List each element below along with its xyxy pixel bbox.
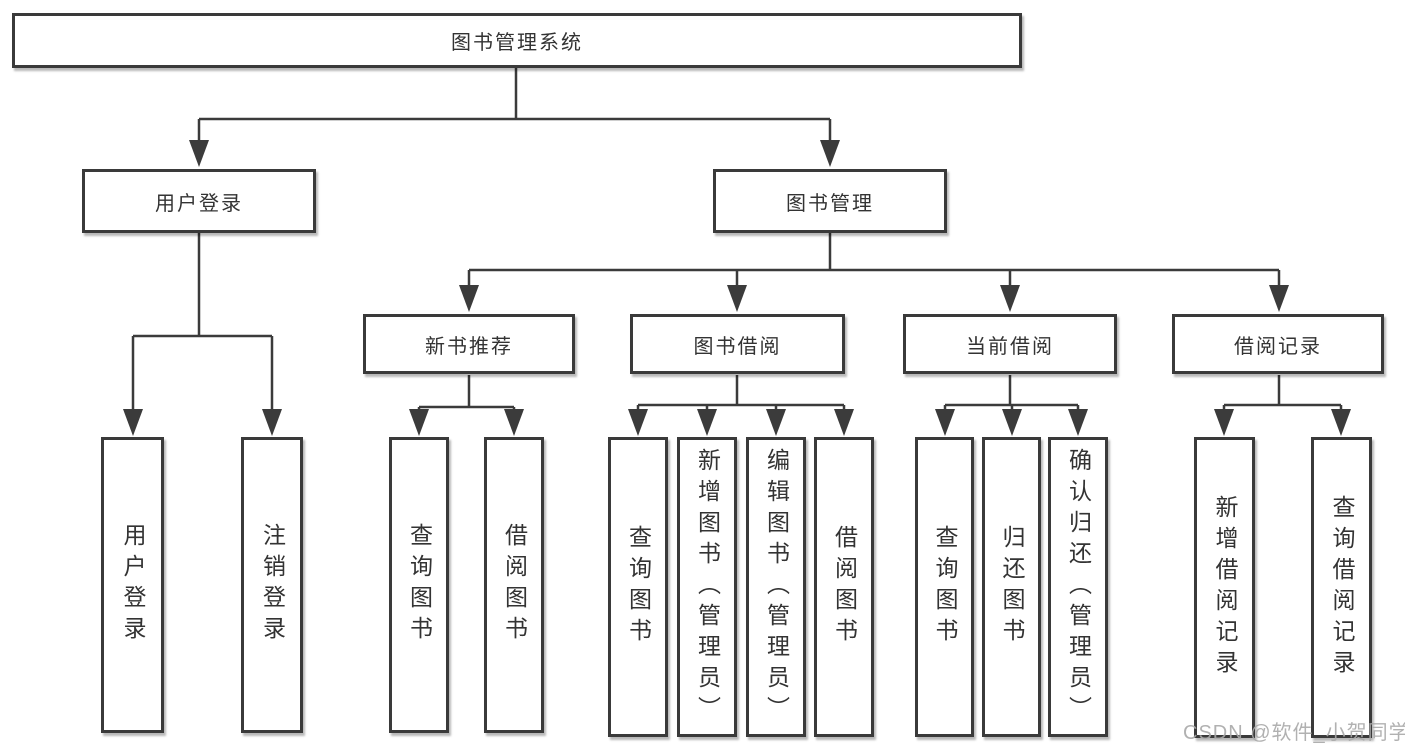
leaf-borrow-borrow: 借阅图书: [814, 437, 874, 737]
watermark: CSDN @软件_小贺同学: [1183, 722, 1405, 744]
node-user-login: 用户登录: [82, 169, 316, 233]
leaf-records-query-label: 查询借阅记录: [1329, 494, 1355, 681]
leaf-borrow-edit: 编辑图书（管理员）: [746, 437, 806, 737]
leaf-current-return-label: 归还图书: [999, 525, 1025, 649]
leaf-borrow-edit-label: 编辑图书（管理员）: [763, 447, 790, 727]
leaf-newbooks-query-label: 查询图书: [406, 523, 433, 647]
leaf-current-query: 查询图书: [915, 437, 974, 737]
leaf-current-confirm: 确认归还（管理员）: [1048, 437, 1108, 737]
connector-newbooks-leaves: [417, 375, 516, 413]
leaf-borrow-borrow-label: 借阅图书: [831, 525, 858, 649]
node-user-login-label: 用户登录: [155, 192, 243, 215]
leaf-current-query-label: 查询图书: [932, 525, 958, 649]
leaf-borrow-query: 查询图书: [608, 437, 668, 737]
leaf-borrow-add: 新增图书（管理员）: [677, 437, 737, 737]
leaf-records-add: 新增借阅记录: [1194, 437, 1255, 738]
node-book-borrow: 图书借阅: [630, 314, 845, 374]
node-new-books: 新书推荐: [363, 314, 575, 374]
leaf-records-query: 查询借阅记录: [1311, 437, 1372, 738]
connector-bookmgmt-level3: [467, 233, 1281, 288]
connector-currentborrow-leaves: [943, 375, 1080, 413]
leaf-newbooks-query: 查询图书: [389, 437, 449, 733]
leaf-current-confirm-label: 确认归还（管理员）: [1065, 447, 1092, 727]
node-borrow-records-label: 借阅记录: [1234, 335, 1322, 358]
node-new-books-label: 新书推荐: [425, 335, 513, 358]
node-current-borrow: 当前借阅: [903, 314, 1117, 374]
node-root-label: 图书管理系统: [451, 32, 583, 54]
leaf-user-login-label: 用户登录: [120, 523, 146, 647]
leaf-current-return: 归还图书: [982, 437, 1041, 737]
leaf-borrow-add-label: 新增图书（管理员）: [694, 447, 721, 727]
connector-root-level2: [197, 68, 832, 142]
node-root: 图书管理系统: [12, 13, 1022, 68]
connector-userlogin-leaves: [131, 233, 274, 412]
node-current-borrow-label: 当前借阅: [966, 335, 1054, 358]
node-borrow-records: 借阅记录: [1172, 314, 1384, 374]
connector-records-leaves: [1222, 375, 1343, 413]
leaf-logout: 注销登录: [241, 437, 303, 733]
arrowheads: [123, 140, 1351, 436]
node-book-mgmt-label: 图书管理: [786, 192, 874, 215]
node-book-mgmt: 图书管理: [713, 169, 947, 233]
connector-bookborrow-leaves: [636, 375, 846, 413]
leaf-borrow-query-label: 查询图书: [625, 525, 652, 649]
leaf-logout-label: 注销登录: [259, 523, 286, 647]
node-book-borrow-label: 图书借阅: [693, 335, 782, 358]
leaf-records-add-label: 新增借阅记录: [1212, 494, 1238, 681]
leaf-newbooks-borrow-label: 借阅图书: [501, 523, 528, 647]
leaf-user-login: 用户登录: [101, 437, 164, 733]
leaf-newbooks-borrow: 借阅图书: [484, 437, 544, 733]
